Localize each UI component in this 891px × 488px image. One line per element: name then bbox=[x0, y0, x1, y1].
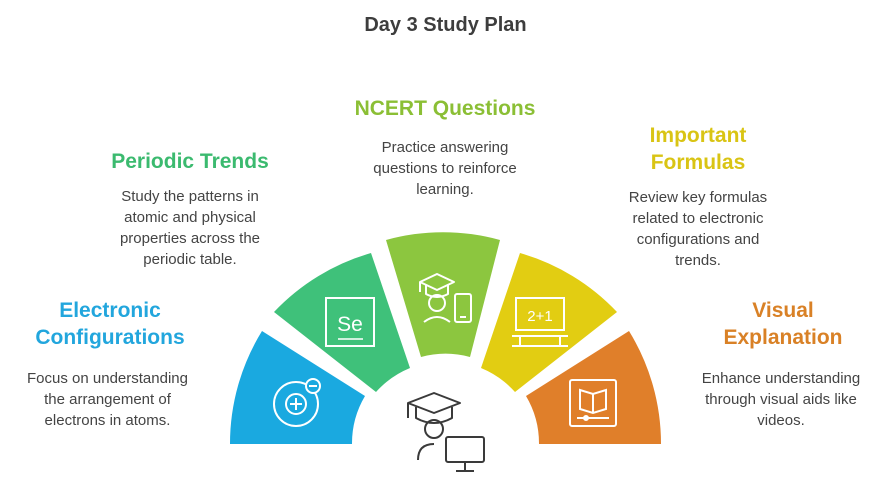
segment-electronic-configurations bbox=[229, 331, 365, 444]
description-line: Focus on understanding bbox=[27, 370, 188, 387]
description-line: trends. bbox=[675, 252, 721, 269]
heading-visual-explanation: Visual Explanation bbox=[683, 297, 883, 351]
heading-line: Periodic Trends bbox=[111, 150, 269, 173]
heading-line: Visual bbox=[752, 299, 814, 322]
video-book-icon bbox=[569, 379, 617, 427]
page-title: Day 3 Study Plan bbox=[364, 14, 527, 36]
description-important-formulas: Review key formulas related to electroni… bbox=[598, 187, 798, 271]
description-line: questions to reinforce bbox=[373, 160, 517, 177]
student-phone-icon bbox=[419, 273, 472, 323]
blackboard-icon: 2+1 bbox=[512, 297, 568, 347]
description-line: electrons in atoms. bbox=[44, 412, 171, 429]
description-line: through visual aids like bbox=[705, 391, 857, 408]
segment-periodic-trends bbox=[274, 253, 410, 392]
heading-electronic-configurations: Electronic Configurations bbox=[10, 297, 210, 351]
student-computer-icon bbox=[407, 392, 485, 472]
description-line: videos. bbox=[757, 412, 805, 429]
heading-line: Explanation bbox=[723, 326, 843, 349]
selenium-element-text: Se bbox=[337, 313, 363, 336]
description-line: atomic and physical bbox=[124, 209, 256, 226]
description-line: Study the patterns in bbox=[121, 188, 259, 205]
segment-visual-explanation bbox=[526, 331, 662, 444]
description-line: Enhance understanding bbox=[701, 370, 861, 387]
atom-plus-minus-icon bbox=[273, 378, 321, 427]
blackboard-text: 2+1 bbox=[527, 308, 552, 325]
description-electronic-configurations: Focus on understanding the arrangement o… bbox=[5, 368, 210, 431]
heading-ncert-questions: NCERT Questions bbox=[335, 95, 555, 122]
segment-ncert-questions bbox=[386, 232, 500, 357]
heading-periodic-trends: Periodic Trends bbox=[90, 148, 290, 175]
heading-line: Electronic bbox=[59, 299, 161, 322]
segment-important-formulas bbox=[481, 253, 617, 392]
selenium-element-icon: Se bbox=[325, 297, 375, 347]
heading-line: Important bbox=[649, 124, 747, 147]
description-line: learning. bbox=[416, 181, 474, 198]
heading-important-formulas: Important Formulas bbox=[598, 122, 798, 176]
heading-line: Formulas bbox=[650, 151, 746, 174]
description-periodic-trends: Study the patterns in atomic and physica… bbox=[90, 186, 290, 270]
description-line: related to electronic bbox=[632, 210, 764, 227]
description-line: the arrangement of bbox=[44, 391, 171, 408]
description-line: Practice answering bbox=[381, 139, 509, 156]
description-line: Review key formulas bbox=[628, 189, 768, 206]
heading-line: Configurations bbox=[35, 326, 185, 349]
description-line: properties across the bbox=[119, 230, 261, 247]
description-visual-explanation: Enhance understanding through visual aid… bbox=[676, 368, 886, 431]
description-line: configurations and bbox=[636, 231, 760, 248]
heading-line: NCERT Questions bbox=[354, 97, 536, 120]
description-ncert-questions: Practice answering questions to reinforc… bbox=[345, 137, 545, 200]
description-line: periodic table. bbox=[143, 251, 237, 268]
